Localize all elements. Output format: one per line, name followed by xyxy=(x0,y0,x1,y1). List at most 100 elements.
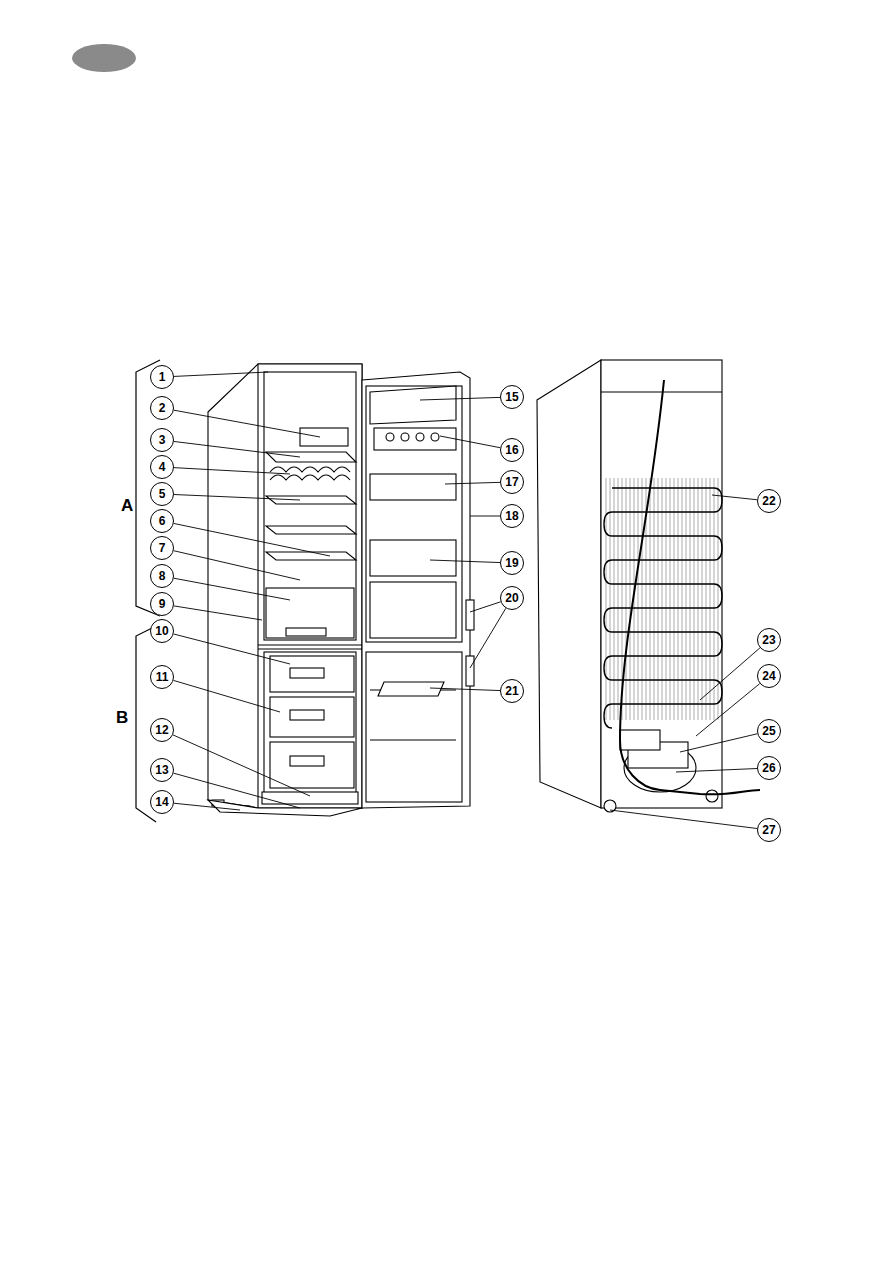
coil-wire xyxy=(610,478,611,720)
leader-line xyxy=(174,680,280,712)
coil-wire xyxy=(654,478,655,720)
callout-number: 2 xyxy=(150,396,174,420)
callout-number: 22 xyxy=(757,489,781,513)
coil-wire xyxy=(710,478,711,720)
callout-number: 12 xyxy=(150,718,174,742)
callout-text: 23 xyxy=(762,634,775,646)
callout-number: 1 xyxy=(150,365,174,389)
callout-number: 7 xyxy=(150,536,174,560)
leader-line xyxy=(445,482,500,484)
leader-line xyxy=(712,495,757,500)
leader-line xyxy=(700,648,760,700)
callout-number: 10 xyxy=(150,619,174,643)
coil-wire xyxy=(642,478,643,720)
leader-line xyxy=(470,516,500,517)
callout-number: 24 xyxy=(757,664,781,688)
callout-number: 27 xyxy=(757,818,781,842)
callout-text: 27 xyxy=(762,824,775,836)
coil-wire xyxy=(698,478,699,720)
callout-text: 4 xyxy=(159,461,166,473)
coil-wire xyxy=(650,478,651,720)
callout-number: 8 xyxy=(150,564,174,588)
leader-line xyxy=(676,769,757,772)
callout-text: 14 xyxy=(155,796,168,808)
callout-text: 22 xyxy=(762,495,775,507)
leader-line xyxy=(680,734,757,752)
callout-number: 3 xyxy=(150,428,174,452)
leader-line xyxy=(174,468,290,474)
coil-wire xyxy=(658,478,659,720)
leader-line xyxy=(696,684,760,736)
fridge-front xyxy=(208,364,474,816)
callout-number: 14 xyxy=(150,790,174,814)
callout-text: 12 xyxy=(155,724,168,736)
callout-text: 26 xyxy=(762,762,775,774)
callout-number: 6 xyxy=(150,509,174,533)
callout-text: 25 xyxy=(762,725,775,737)
coil-wire xyxy=(670,478,671,720)
callout-text: 15 xyxy=(505,391,518,403)
callout-text: 7 xyxy=(159,542,166,554)
leader-line xyxy=(173,735,310,796)
coil-wire xyxy=(626,478,627,720)
callout-number: 16 xyxy=(500,438,524,462)
coil-wire xyxy=(706,478,707,720)
callout-number: 26 xyxy=(757,756,781,780)
callout-text: 19 xyxy=(505,557,518,569)
leader-line xyxy=(174,523,330,556)
callout-number: 15 xyxy=(500,385,524,409)
callout-text: 18 xyxy=(505,510,518,522)
coil-wire xyxy=(630,478,631,720)
callout-text: 1 xyxy=(159,371,166,383)
section-letter: B xyxy=(116,709,128,726)
coil-wire xyxy=(682,478,683,720)
coil-wire xyxy=(614,478,615,720)
coil-wire xyxy=(690,478,691,720)
coil-wire xyxy=(662,478,663,720)
section-letter: A xyxy=(121,497,133,514)
callout-text: 8 xyxy=(159,570,166,582)
callout-text: 21 xyxy=(505,685,518,697)
coil-wire xyxy=(674,478,675,720)
callout-number: 17 xyxy=(500,470,524,494)
callout-text: 5 xyxy=(159,488,166,500)
leader-line xyxy=(174,551,300,580)
callout-text: 10 xyxy=(155,625,168,637)
callout-text: 2 xyxy=(159,402,166,414)
leader-line xyxy=(174,803,240,810)
leader-line xyxy=(174,495,300,500)
leader-line xyxy=(430,688,500,691)
leader-line xyxy=(174,410,320,437)
callout-text: 16 xyxy=(505,444,518,456)
leader-line xyxy=(430,560,500,563)
leader-line xyxy=(174,606,262,620)
callout-text: 9 xyxy=(159,598,166,610)
coil-wire xyxy=(714,478,715,720)
leader-line xyxy=(440,436,500,448)
callout-number: 20 xyxy=(500,586,524,610)
leader-line xyxy=(174,441,300,457)
callout-number: 13 xyxy=(150,758,174,782)
leader-line xyxy=(174,372,268,376)
coil-wire xyxy=(702,478,703,720)
callout-number: 4 xyxy=(150,455,174,479)
coil-wire xyxy=(678,478,679,720)
leader-line xyxy=(174,578,290,600)
coil-wire xyxy=(638,478,639,720)
callout-number: 5 xyxy=(150,482,174,506)
leader-lines xyxy=(173,372,760,829)
callout-text: 20 xyxy=(505,592,518,604)
coil-wire xyxy=(694,478,695,720)
leader-line xyxy=(610,810,757,829)
callout-number: 11 xyxy=(150,665,174,689)
leader-line xyxy=(174,634,290,664)
leader-line xyxy=(174,773,300,808)
callout-number: 23 xyxy=(757,628,781,652)
callout-number: 25 xyxy=(757,719,781,743)
callout-text: 6 xyxy=(159,515,166,527)
fridge-back xyxy=(537,360,760,812)
callout-text: 24 xyxy=(762,670,775,682)
leader-line xyxy=(470,602,501,612)
callout-number: 19 xyxy=(500,551,524,575)
callout-text: 11 xyxy=(156,671,169,683)
